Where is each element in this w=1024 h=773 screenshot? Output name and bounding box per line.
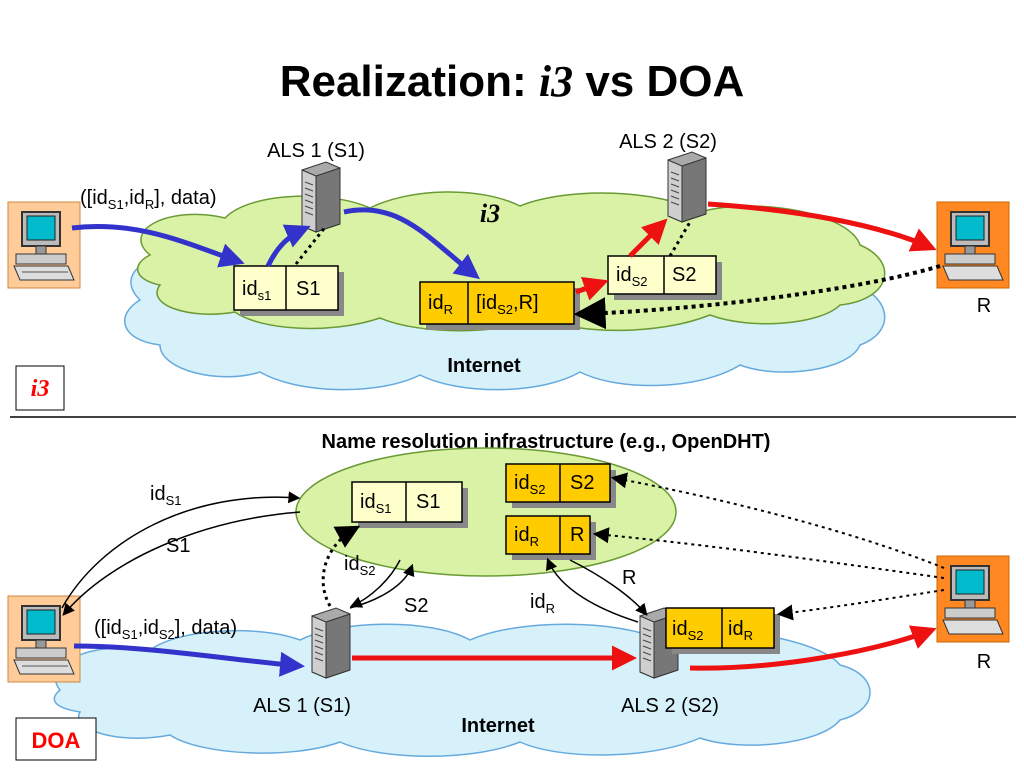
receiver-label-top: R [977, 295, 991, 317]
sender-pc-icon [7, 201, 81, 289]
svg-text:DOA: DOA [32, 728, 81, 753]
trigger-box-s1-top: ids1 S1 [233, 265, 344, 316]
svg-text:idS2: idS2 [672, 618, 703, 643]
als2-label-bottom: ALS 2 (S2) [621, 695, 719, 717]
query-ids1-label: idS1 [150, 483, 181, 508]
als1-server-icon-top [301, 161, 341, 233]
nri-box-s1: idS1 S1 [351, 481, 468, 528]
svg-text:idR: idR [428, 292, 453, 317]
answer-r-label: R [622, 567, 636, 589]
arrow-als2-query-idr [546, 557, 639, 623]
dotted-receiver-to-header [776, 589, 945, 621]
answer-s1-label: S1 [166, 535, 190, 557]
arrow-answer-s2 [349, 559, 401, 608]
svg-text:S2: S2 [570, 472, 594, 494]
arrow-als2-to-receiver [707, 201, 937, 252]
svg-text:idS1: idS1 [360, 491, 391, 516]
svg-text:idS2: idS2 [616, 264, 647, 289]
svg-text:S1: S1 [296, 278, 320, 300]
svg-text:idR: idR [514, 524, 539, 549]
dotted-als1-to-box-s1 [321, 525, 361, 607]
arrow-sender-to-box1 [71, 223, 245, 268]
als2-label-top: ALS 2 (S2) [619, 131, 717, 153]
nri-box-r: idR R [505, 515, 596, 560]
trigger-box-s2-top: idS2 S2 [607, 255, 722, 300]
receiver-label-bottom: R [977, 651, 991, 673]
arrow-boxr-to-boxs2 [575, 276, 609, 301]
svg-text:S2: S2 [672, 264, 696, 286]
query-idr-label: idR [530, 591, 555, 616]
arrow-als1-to-boxr [343, 207, 480, 280]
als1-server-icon-bottom [311, 607, 351, 679]
dotted-receiver-to-box-s2 [610, 472, 945, 569]
dotted-receiver-to-box-r [592, 527, 945, 579]
section-label-doa: DOA [15, 717, 97, 761]
svg-text:idS2: idS2 [514, 472, 545, 497]
svg-text:[idS2,R]: [idS2,R] [476, 292, 539, 317]
internet-label-bottom: Internet [461, 715, 535, 737]
svg-text:R: R [570, 524, 584, 546]
packet-header-box: idS2 idR [665, 607, 780, 654]
arrow-sender-to-als1 [73, 643, 305, 677]
section-label-i3: i3 [15, 365, 65, 411]
dotted-receiver-to-boxr [573, 264, 941, 330]
svg-text:idR: idR [728, 618, 753, 643]
als1-label-bottom: ALS 1 (S1) [253, 695, 351, 717]
dotted-box1-als1 [294, 225, 328, 265]
als1-label-top: ALS 1 (S1) [267, 140, 365, 162]
arrow-sender-query-ids1 [61, 491, 301, 609]
packet-label-bottom: ([idS1,idS2], data) [94, 617, 237, 642]
arrow-box1-to-als1 [265, 224, 311, 268]
als2-server-icon-top [667, 151, 707, 223]
svg-text:ids1: ids1 [242, 278, 271, 303]
page-title: Realization: i3 vs DOA [280, 57, 745, 106]
answer-s2-label: S2 [404, 595, 428, 617]
receiver-pc-icon-bottom [936, 555, 1010, 643]
trigger-box-r-top: idR [idS2,R] [419, 281, 580, 330]
svg-text:i3: i3 [31, 376, 50, 402]
receiver-pc-icon [936, 201, 1010, 289]
arrow-answer-s1 [62, 511, 301, 616]
nri-label: Name resolution infrastructure (e.g., Op… [322, 431, 771, 453]
svg-text:S1: S1 [416, 491, 440, 513]
internet-label-top: Internet [447, 355, 521, 377]
query-ids2-label: idS2 [344, 553, 375, 578]
arrow-als2-to-receiver [689, 625, 937, 671]
arrow-answer-r [569, 559, 648, 616]
i3-cloud-label: i3 [480, 199, 500, 228]
nri-box-s2: idS2 S2 [505, 463, 616, 508]
arrow-boxs2-to-als2 [628, 218, 668, 258]
packet-label-top: ([idS1,idR], data) [80, 187, 216, 212]
